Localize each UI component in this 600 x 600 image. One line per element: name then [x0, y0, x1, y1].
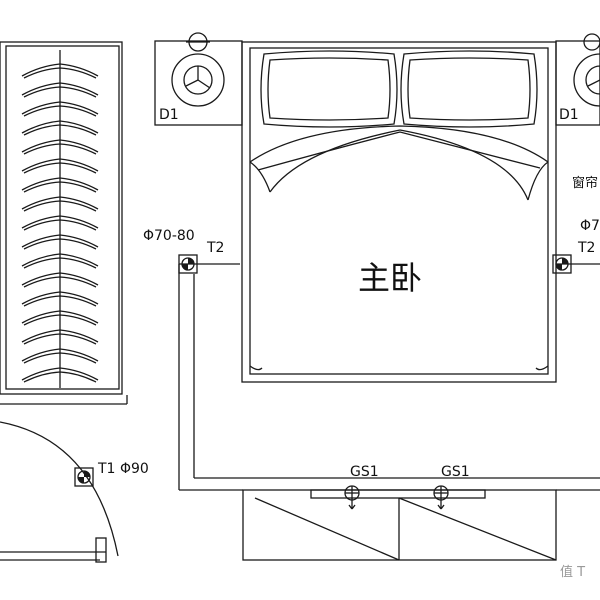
hanger-inner	[23, 219, 97, 231]
hanger-inner	[23, 181, 97, 193]
pipe-size-right: Φ7	[580, 218, 600, 234]
hanger-inner	[23, 352, 97, 364]
hangers	[21, 63, 99, 383]
hanger	[21, 63, 99, 77]
hanger	[21, 158, 99, 172]
hanger-inner	[23, 371, 97, 383]
watermark: 值 T	[560, 564, 585, 580]
wardrobe	[0, 41, 123, 395]
hanger	[21, 367, 99, 381]
hanger	[21, 253, 99, 267]
hanger-inner	[23, 295, 97, 307]
hanger-inner	[23, 314, 97, 326]
hanger-inner	[23, 238, 97, 250]
bed	[241, 41, 557, 383]
room-walls	[0, 263, 600, 561]
room-name: 主卧	[358, 259, 422, 297]
nightstand-label-right: D1	[559, 107, 579, 123]
hanger-inner	[23, 200, 97, 212]
hanger	[21, 139, 99, 153]
outlet-label-t1: T1	[97, 461, 115, 477]
hanger	[21, 348, 99, 362]
hanger-inner	[23, 143, 97, 155]
outlet-label-t2-right: T2	[577, 240, 595, 256]
nightstand-label-left: D1	[159, 107, 179, 123]
tv-cabinet	[242, 489, 600, 561]
socket-label-gs1-right: GS1	[441, 464, 470, 480]
hanger	[21, 234, 99, 248]
hanger	[21, 196, 99, 210]
hanger	[21, 82, 99, 96]
hanger	[21, 329, 99, 343]
curtain-label: 窗帘	[572, 175, 598, 191]
hanger	[21, 101, 99, 115]
hanger-inner	[23, 276, 97, 288]
hanger-inner	[23, 162, 97, 174]
hanger	[21, 177, 99, 191]
gs1-socket-left	[344, 485, 360, 510]
outlet-size-t1: Φ90	[120, 461, 149, 477]
hanger-inner	[23, 333, 97, 345]
hanger	[21, 215, 99, 229]
socket-label-gs1-left: GS1	[350, 464, 379, 480]
hanger	[21, 291, 99, 305]
hanger-inner	[23, 86, 97, 98]
hanger-inner	[23, 105, 97, 117]
hanger-inner	[23, 67, 97, 79]
outlet-label-t2-left: T2	[206, 240, 224, 256]
hanger-inner	[23, 124, 97, 136]
door	[0, 421, 119, 563]
hanger-inner	[23, 257, 97, 269]
hanger	[21, 272, 99, 286]
gs1-socket-right	[433, 485, 449, 510]
hanger	[21, 120, 99, 134]
hanger	[21, 310, 99, 324]
pipe-size-left: Φ70-80	[143, 228, 195, 244]
